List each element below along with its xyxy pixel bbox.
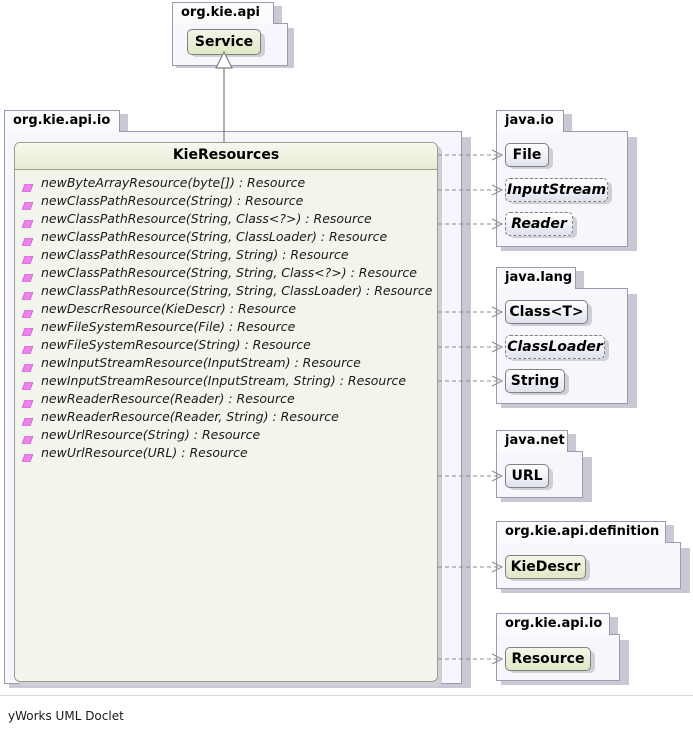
method-signature: newReaderResource(Reader, String) : Reso… [41,409,339,424]
footer-divider [0,695,693,696]
class-inputstream[interactable]: InputStream [505,178,608,202]
method-row[interactable]: newFileSystemResource(String) : Resource [15,336,437,355]
method-signature: newUrlResource(String) : Resource [41,427,261,442]
package-label-org-kie-api-io: org.kie.api.io [4,110,120,132]
method-signature: newClassPathResource(String, String) : R… [41,247,349,262]
method-row[interactable]: newReaderResource(Reader) : Resource [15,390,437,409]
method-row[interactable]: newClassPathResource(String, Class<?>) :… [15,210,437,229]
class-class-t[interactable]: Class<T> [505,300,588,324]
method-row[interactable]: newByteArrayResource(byte[]) : Resource [15,174,437,193]
method-icon [21,287,34,301]
method-row[interactable]: newInputStreamResource(InputStream, Stri… [15,372,437,391]
class-service[interactable]: Service [187,29,261,55]
method-row[interactable]: newClassPathResource(String, String, Cla… [15,264,437,283]
class-resource[interactable]: Resource [505,647,591,671]
method-signature: newReaderResource(Reader) : Resource [41,391,295,406]
class-kieresources[interactable]: KieResources newByteArrayResource(byte[]… [14,142,438,682]
method-icon [21,305,34,319]
method-compartment: newByteArrayResource(byte[]) : Resource n… [15,170,437,463]
package-label-java-io: java.io [496,110,564,132]
method-icon [21,197,34,211]
footer-label: yWorks UML Doclet [8,709,124,723]
method-icon [21,251,34,265]
method-row[interactable]: newFileSystemResource(File) : Resource [15,318,437,337]
method-signature: newDescrResource(KieDescr) : Resource [41,301,297,316]
method-icon [21,431,34,445]
method-signature: newClassPathResource(String, String, Cla… [41,265,417,280]
method-signature: newFileSystemResource(String) : Resource [41,337,311,352]
package-label-java-lang: java.lang [496,267,576,289]
package-label-java-net: java.net [496,430,568,452]
package-label-org-kie-api: org.kie.api [172,2,274,24]
method-signature: newClassPathResource(String, Class<?>) :… [41,211,372,226]
method-icon [21,215,34,229]
class-kiedescr[interactable]: KieDescr [505,555,586,579]
class-url[interactable]: URL [505,464,549,488]
method-icon [21,449,34,463]
method-row[interactable]: newUrlResource(URL) : Resource [15,444,437,463]
method-row[interactable]: newClassPathResource(String, ClassLoader… [15,228,437,247]
method-row[interactable]: newInputStreamResource(InputStream) : Re… [15,354,437,373]
class-reader[interactable]: Reader [505,212,573,236]
method-row[interactable]: newUrlResource(String) : Resource [15,426,437,445]
method-icon [21,323,34,337]
class-string[interactable]: String [505,369,565,393]
method-signature: newClassPathResource(String) : Resource [41,193,304,208]
method-icon [21,179,34,193]
method-row[interactable]: newClassPathResource(String, String) : R… [15,246,437,265]
method-icon [21,269,34,283]
method-signature: newClassPathResource(String, ClassLoader… [41,229,388,244]
class-classloader[interactable]: ClassLoader [505,335,605,359]
method-icon [21,377,34,391]
method-icon [21,395,34,409]
method-signature: newInputStreamResource(InputStream) : Re… [41,355,361,370]
method-icon [21,359,34,373]
method-row[interactable]: newReaderResource(Reader, String) : Reso… [15,408,437,427]
class-title-kieresources: KieResources [15,143,437,170]
method-icon [21,233,34,247]
class-file[interactable]: File [505,143,549,167]
package-label-org-kie-api-definition: org.kie.api.definition [496,521,666,543]
method-row[interactable]: newClassPathResource(String) : Resource [15,192,437,211]
method-icon [21,413,34,427]
method-row[interactable]: newClassPathResource(String, String, Cla… [15,282,437,301]
method-icon [21,341,34,355]
method-signature: newInputStreamResource(InputStream, Stri… [41,373,407,388]
method-signature: newFileSystemResource(File) : Resource [41,319,296,334]
method-signature: newUrlResource(URL) : Resource [41,445,248,460]
method-row[interactable]: newDescrResource(KieDescr) : Resource [15,300,437,319]
method-signature: newByteArrayResource(byte[]) : Resource [41,175,306,190]
package-label-org-kie-api-io-right: org.kie.api.io [496,613,610,635]
method-signature: newClassPathResource(String, String, Cla… [41,283,433,298]
